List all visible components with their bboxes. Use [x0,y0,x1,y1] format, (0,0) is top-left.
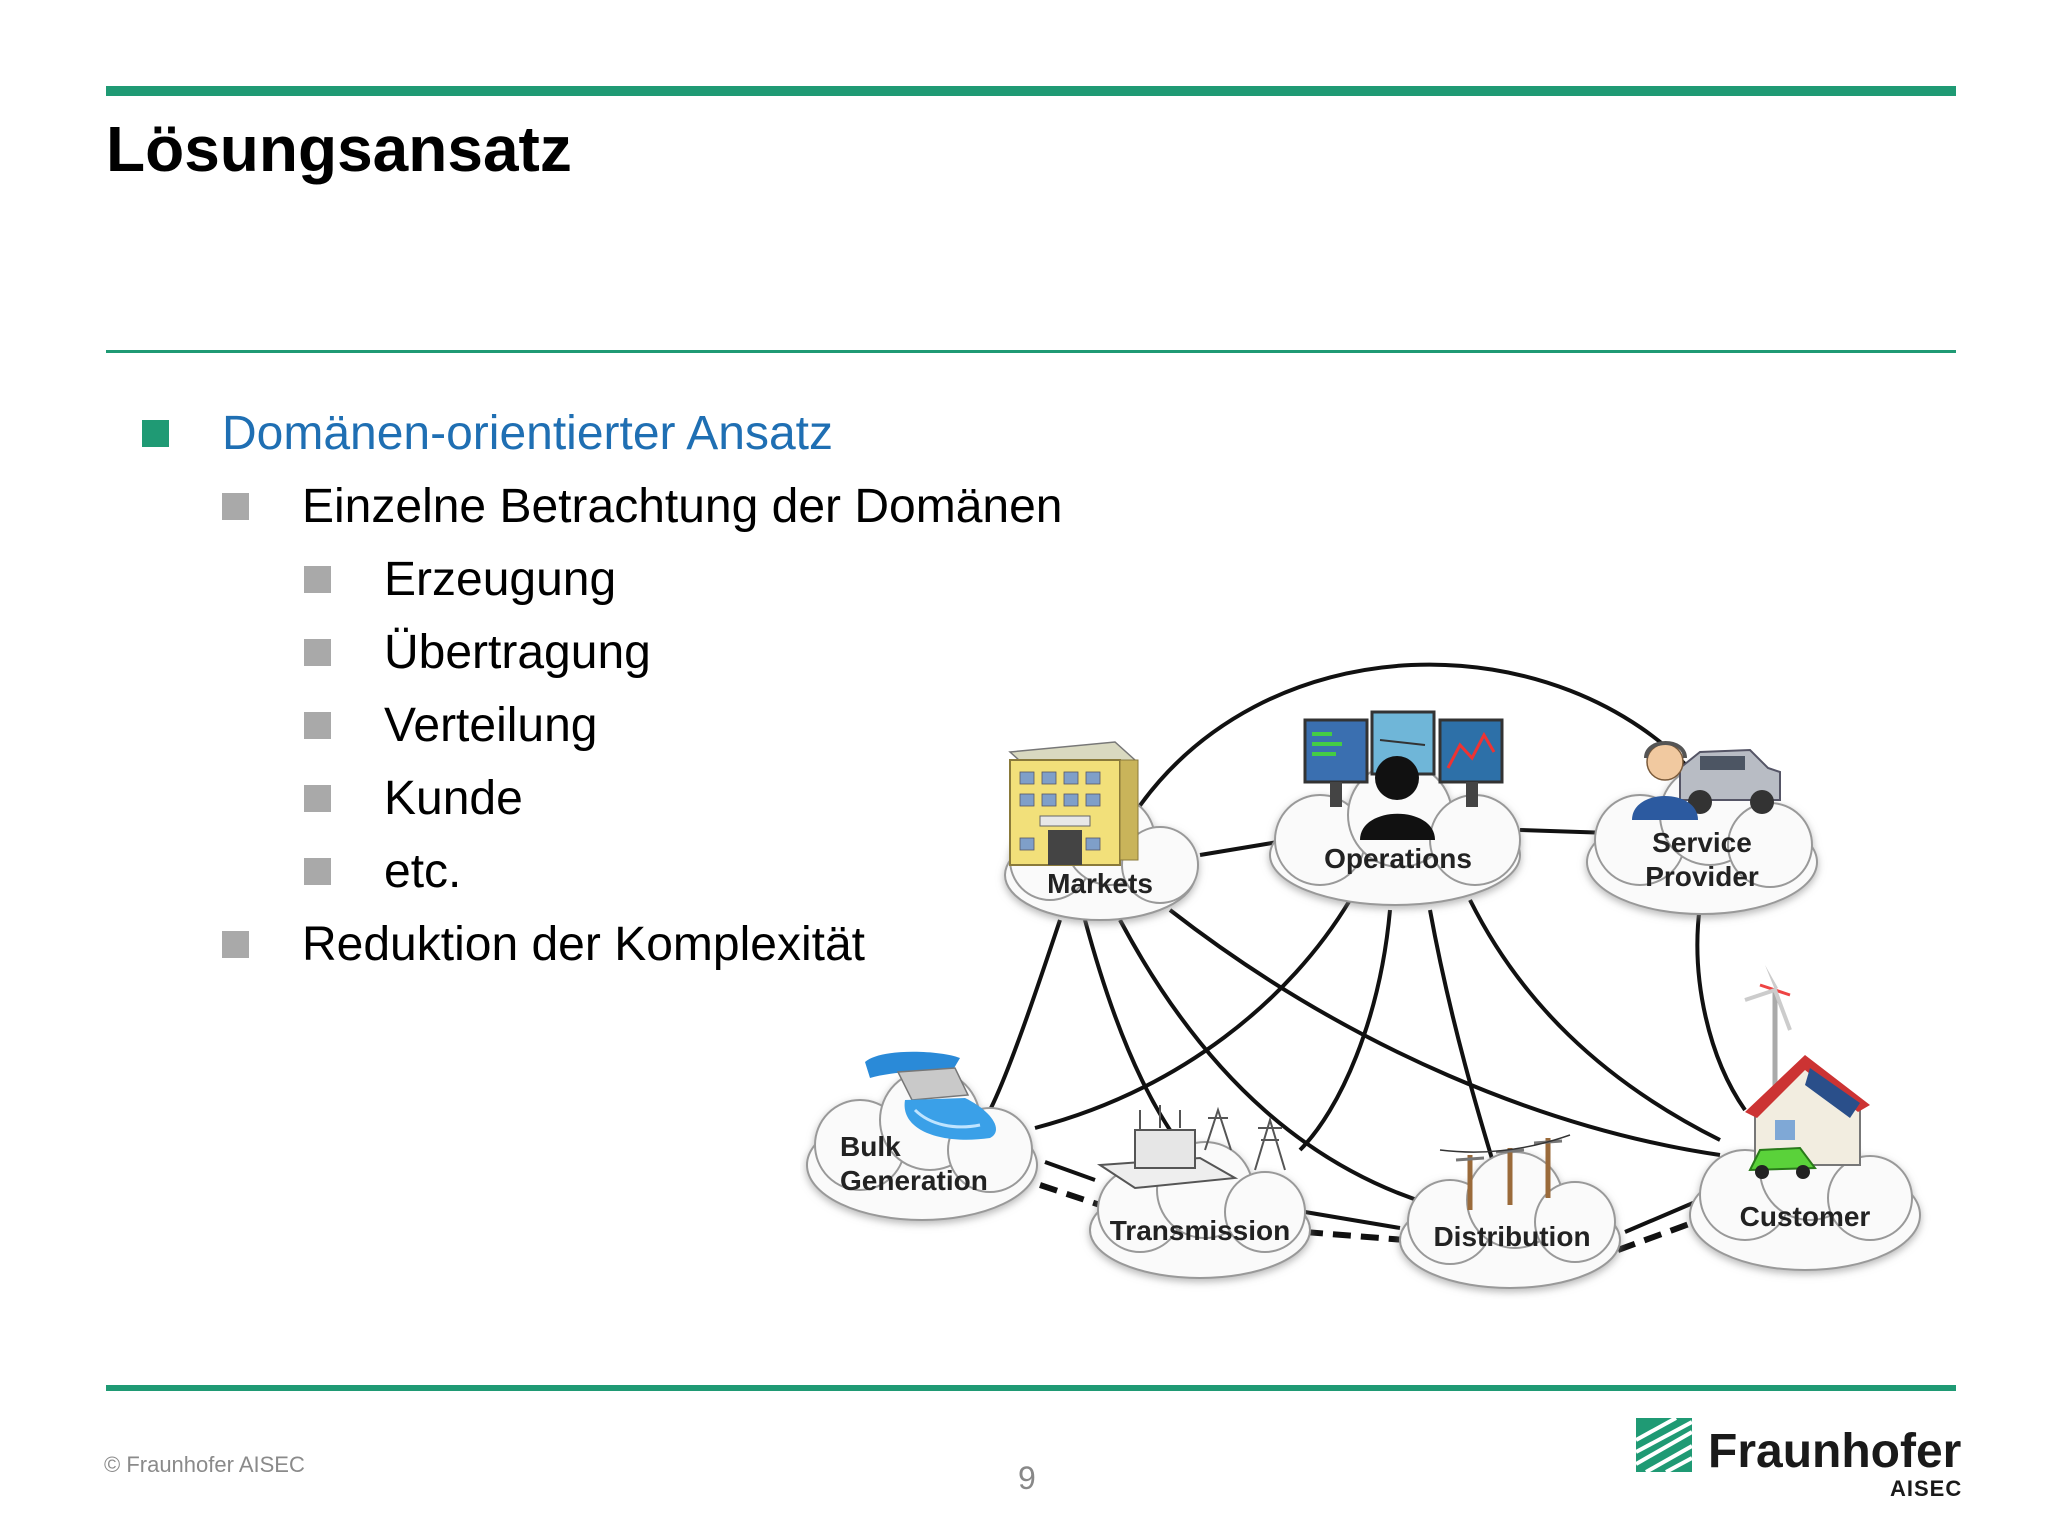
bullet-square-icon [222,493,249,520]
logo-name: Fraunhofer [1708,1425,1962,1478]
domain-diagram: Markets Operations Service Provider Bulk… [806,662,1921,1289]
title-divider [106,350,1956,353]
dashed-lines [1039,1182,1702,1253]
service-provider-label-line1: Service [1652,827,1752,858]
copyright-text: © Fraunhofer AISEC [104,1452,305,1477]
bullet-square-icon [304,566,331,593]
bullet-text: Übertragung [384,626,651,679]
bullet-text: Verteilung [384,699,598,752]
bullet-text: Domänen-orientierter Ansatz [222,407,833,460]
service-provider-icon [1632,741,1781,820]
bullet-text: Erzeugung [384,553,617,606]
dam-icon [865,1051,996,1140]
bullet-square-icon [304,858,331,885]
distribution-cloud [1399,1151,1621,1289]
bullet-square-icon [222,931,249,958]
bullet-square-icon [142,420,169,447]
customer-label: Customer [1740,1201,1871,1232]
bullet-square-icon [304,712,331,739]
fraunhofer-logo-icon [1636,1418,1693,1474]
bullet-text: Einzelne Betrachtung der Domänen [302,480,1063,533]
bulk-generation-cloud [806,1069,1038,1221]
service-provider-label-line2: Provider [1645,861,1759,892]
bulk-generation-label-line1: Bulk [840,1131,901,1162]
distribution-label: Distribution [1433,1221,1590,1252]
bullet-text: etc. [384,845,462,898]
footer-rule [106,1385,1956,1391]
logo-subtitle: AISEC [1890,1476,1963,1501]
bulk-generation-label-line2: Generation [840,1165,988,1196]
slide-title: Lösungsansatz [106,113,572,185]
bullet-square-icon [304,785,331,812]
operations-label: Operations [1324,843,1472,874]
building-icon [1008,741,1139,866]
connection-lines [988,662,1747,1234]
control-room-icon [1303,710,1504,840]
bullet-text: Reduktion der Komplexität [302,918,865,971]
utility-poles-icon [1439,1134,1571,1210]
node-labels: Markets Operations Service Provider Bulk… [840,827,1870,1252]
bullet-square-icon [304,639,331,666]
house-icon [1744,965,1870,1179]
substation-icon [1096,1105,1286,1190]
page-number: 9 [1018,1460,1036,1496]
bullet-text: Kunde [384,772,523,825]
markets-label: Markets [1047,868,1153,899]
fraunhofer-logo: Fraunhofer AISEC [1636,1418,1966,1508]
top-rule [106,86,1956,96]
transmission-label: Transmission [1110,1215,1291,1246]
